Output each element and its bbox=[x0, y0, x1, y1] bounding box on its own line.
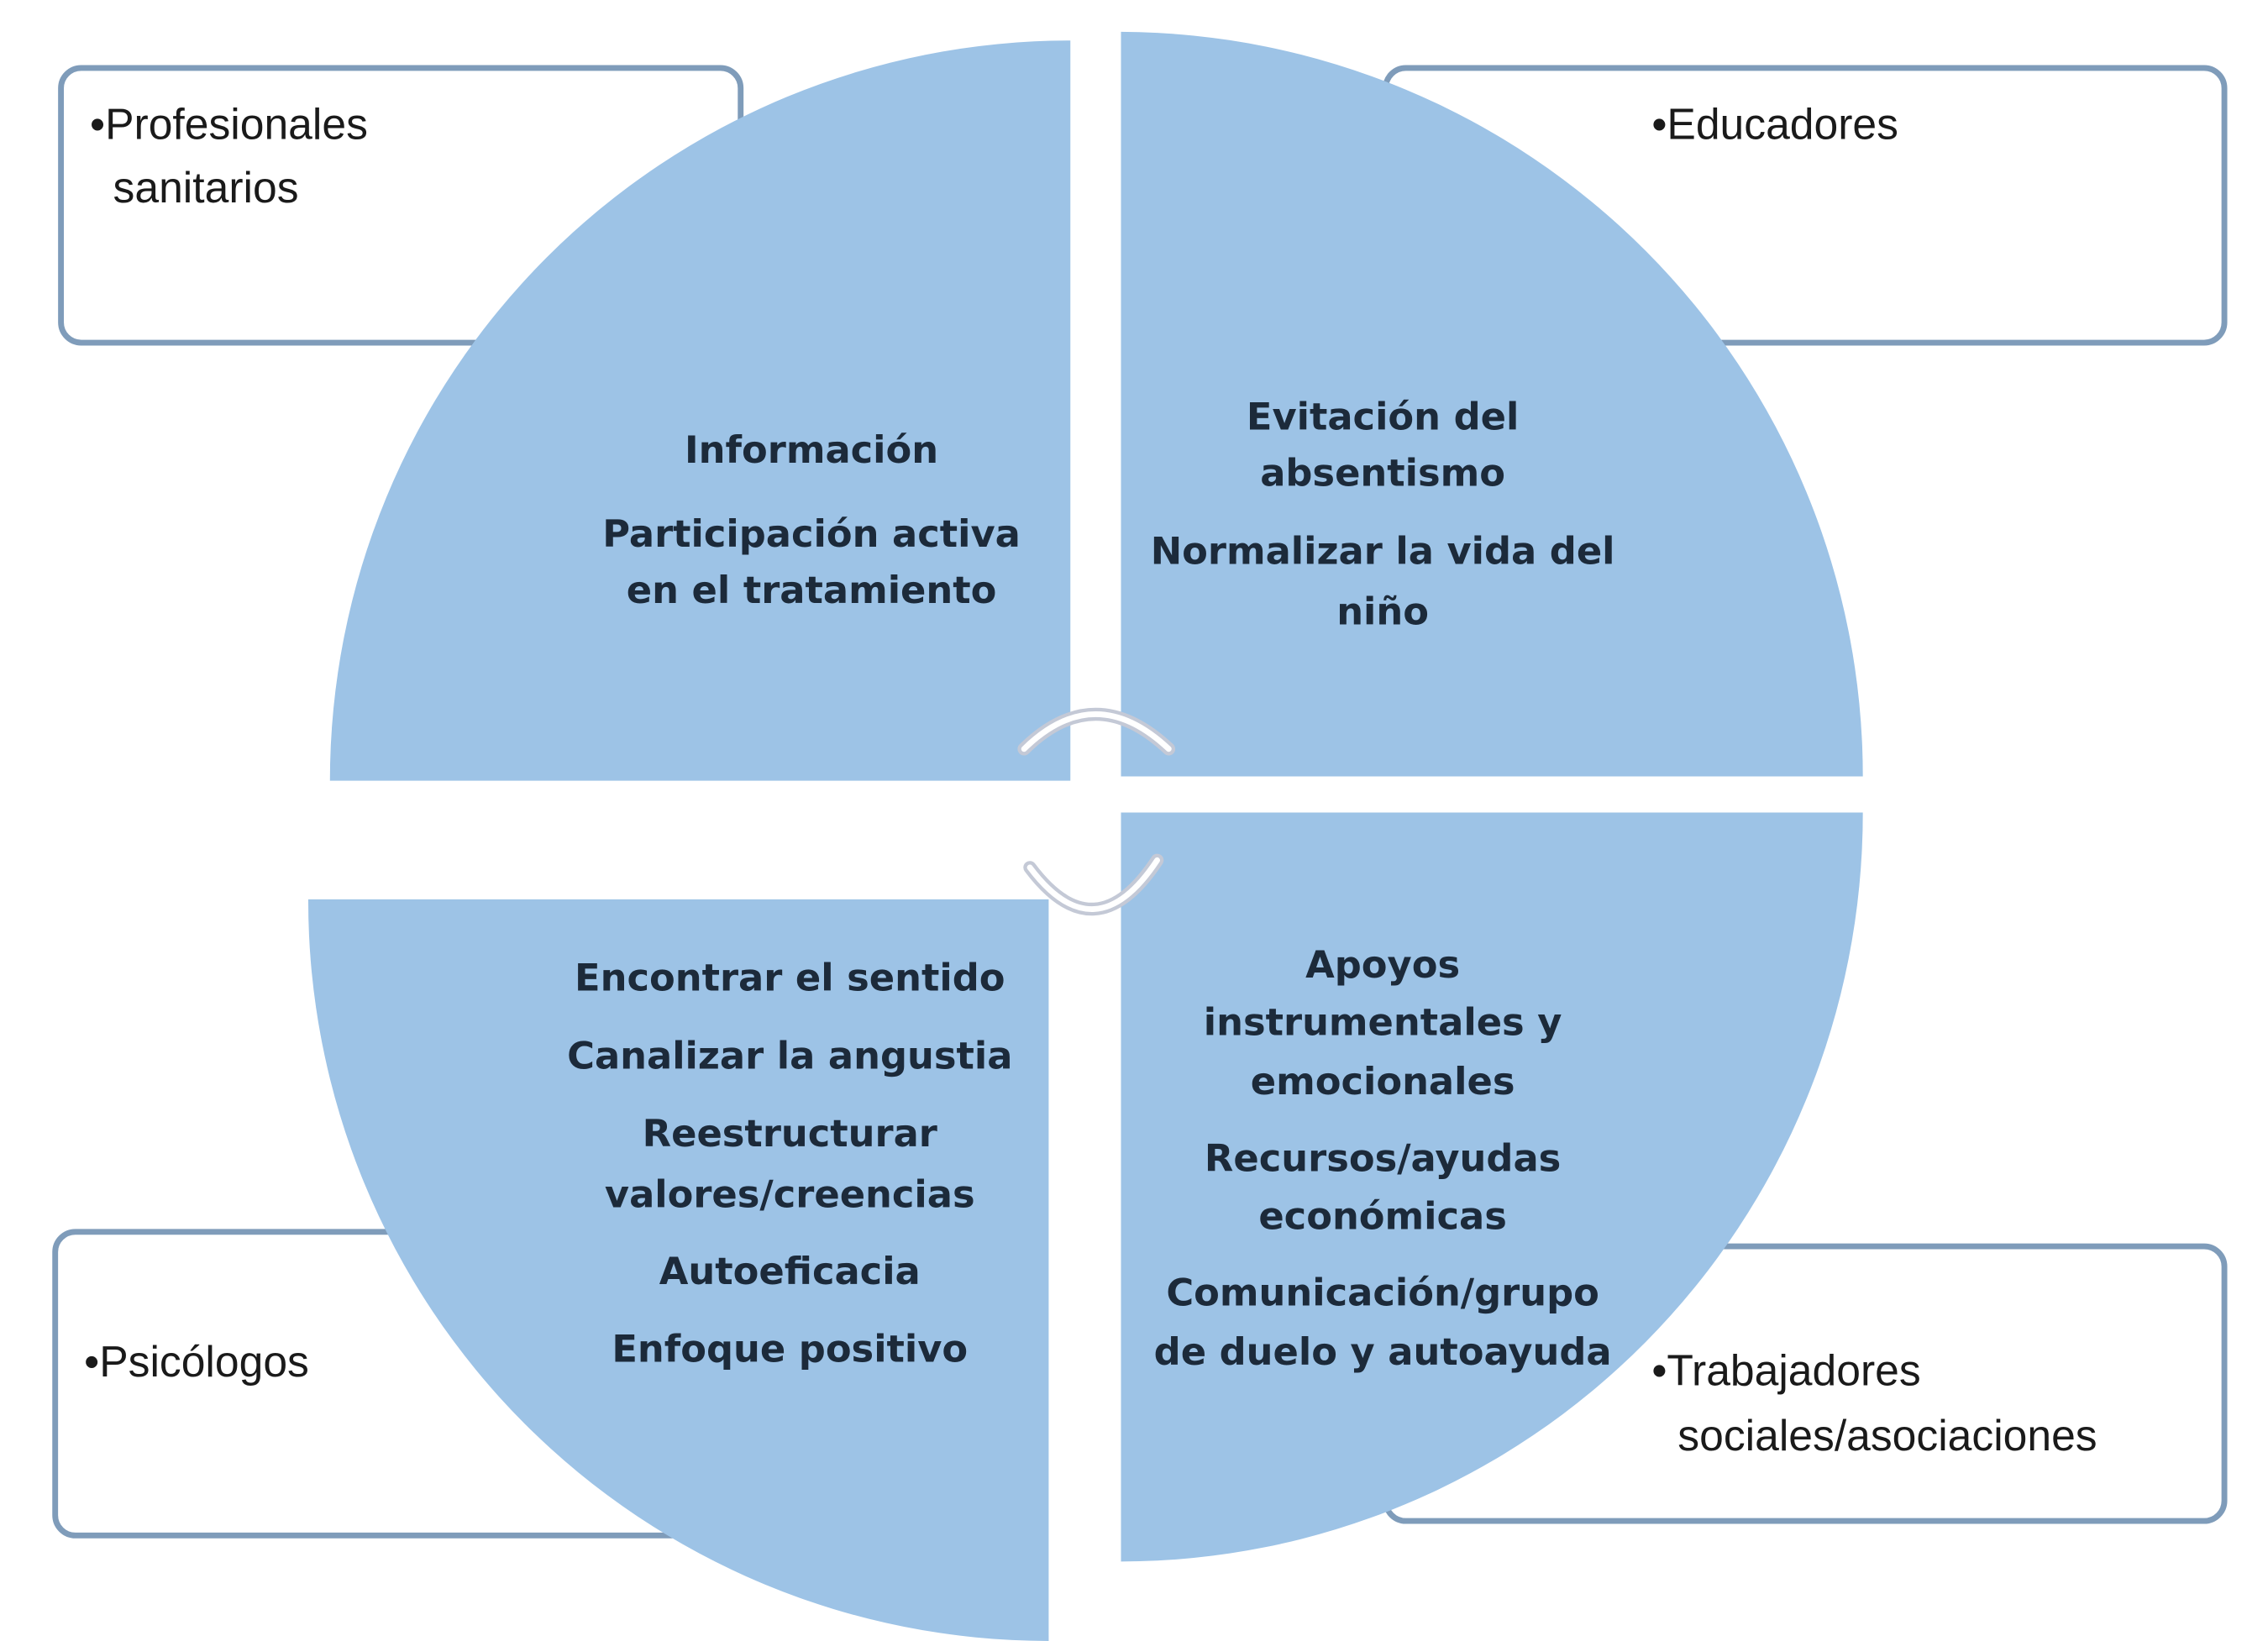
quadrant-line: emocionales bbox=[1251, 1059, 1515, 1104]
quadrant-line: Normalizar la vida del bbox=[1151, 528, 1615, 573]
quadrant-line: valores/creencias bbox=[605, 1172, 975, 1217]
quadrant-bottom-right bbox=[1121, 812, 1863, 1562]
quadrant-line: Recursos/ayudas bbox=[1205, 1135, 1561, 1180]
quadrant-line: en el tratamiento bbox=[627, 568, 997, 612]
quadrant-top-right bbox=[1121, 31, 1863, 777]
quadrant-line: Enfoque positivo bbox=[612, 1327, 968, 1371]
quadrant-line: de duelo y autoayuda bbox=[1154, 1329, 1612, 1374]
quadrant-top-left bbox=[329, 40, 1071, 781]
quadrant-line: niño bbox=[1336, 590, 1429, 634]
quadrant-line: Apoyos bbox=[1305, 942, 1460, 987]
box-label: •Educadores bbox=[1651, 99, 1898, 148]
quadrant-line: absentismo bbox=[1260, 450, 1505, 495]
quadrant-text-bottom-right: Apoyos instrumentales y emocionales Recu… bbox=[1154, 942, 1612, 1374]
quadrant-text-top-left: Información Participación activa en el t… bbox=[602, 427, 1021, 612]
quadrant-line: Comunicación/grupo bbox=[1166, 1271, 1599, 1315]
quadrant-line: Autoeficacia bbox=[659, 1249, 921, 1293]
quadrant-line: instrumentales y bbox=[1204, 1000, 1562, 1045]
box-label: sanitarios bbox=[113, 163, 299, 212]
box-label: •Profesionales bbox=[90, 99, 368, 148]
quadrant-line: económicas bbox=[1258, 1193, 1507, 1238]
quadrant-line: Participación activa bbox=[602, 511, 1021, 556]
quadrant-text-top-right: Evitación del absentismo Normalizar la v… bbox=[1151, 394, 1615, 633]
box-label: •Trabajadores bbox=[1651, 1345, 1920, 1394]
box-label: sociales/asociaciones bbox=[1677, 1411, 2097, 1460]
box-label: •Psicólogos bbox=[84, 1337, 309, 1386]
quadrant-line: Encontrar el sentido bbox=[575, 955, 1005, 999]
quadrant-line: Canalizar la angustia bbox=[567, 1033, 1012, 1077]
quadrant-line: Evitación del bbox=[1247, 394, 1519, 438]
quadrant-text-bottom-left: Encontrar el sentido Canalizar la angust… bbox=[567, 955, 1012, 1371]
quadrant-line: Reestructurar bbox=[643, 1111, 937, 1156]
quadrant-bottom-left bbox=[307, 899, 1049, 1641]
quadrant-line: Información bbox=[685, 427, 938, 472]
cycle-arrow-bottom-icon bbox=[1023, 853, 1164, 916]
cycle-arrow-top-icon bbox=[1017, 707, 1176, 756]
